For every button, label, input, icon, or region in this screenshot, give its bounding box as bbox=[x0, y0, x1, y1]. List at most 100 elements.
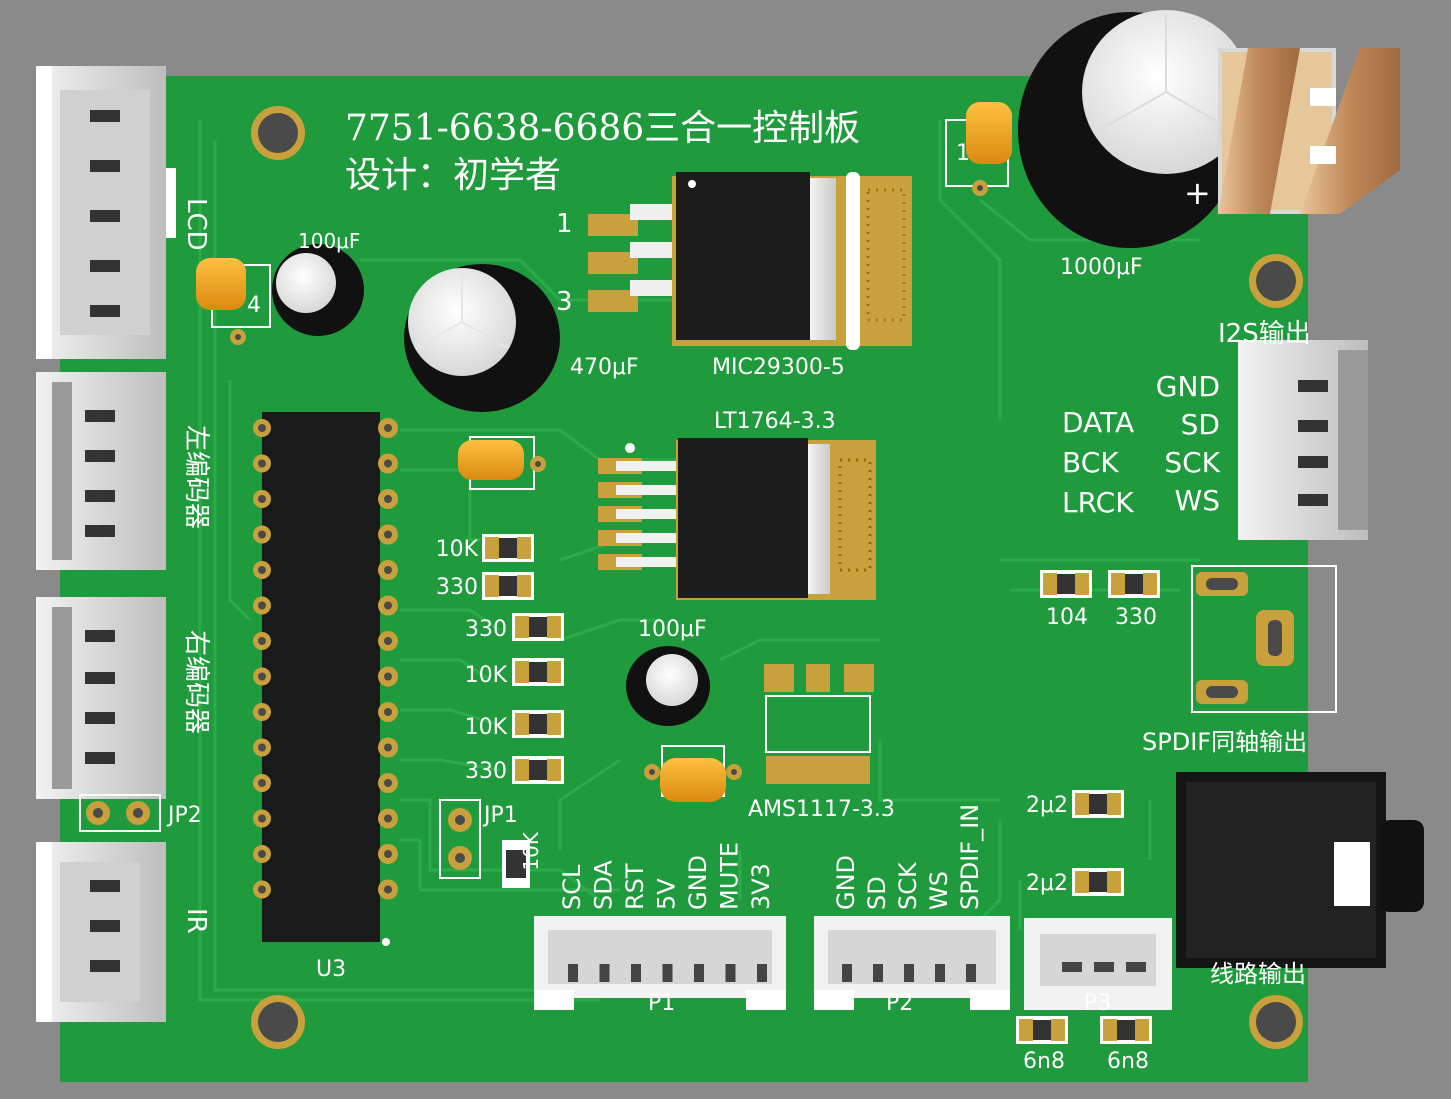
label-jp1: JP1 bbox=[482, 803, 518, 828]
p1-pin-label: SDA bbox=[590, 860, 618, 910]
label-line-out: 线路输出 bbox=[1210, 960, 1306, 988]
p3-connector bbox=[1024, 918, 1172, 1010]
p1-pin bbox=[757, 964, 767, 982]
label-p3: P3 bbox=[1084, 991, 1111, 1016]
p2-pin bbox=[873, 964, 883, 982]
label-c4-ref: 4 bbox=[247, 293, 261, 318]
p2-pin-label: GND bbox=[832, 855, 860, 910]
label-cap-100uf-top: 100μF bbox=[298, 229, 360, 253]
cap-1000uf bbox=[1018, 10, 1250, 248]
resistor-label: 330 bbox=[465, 617, 507, 642]
tantalum-cap-ams bbox=[644, 745, 742, 802]
label-plus: + bbox=[1184, 174, 1211, 212]
p2-pin-label: SPDIF_IN bbox=[956, 804, 984, 910]
resistor-label: 10K bbox=[436, 537, 479, 562]
label-jp2: JP2 bbox=[166, 803, 202, 828]
line-out-jack bbox=[1176, 772, 1424, 968]
p2-pin bbox=[842, 964, 852, 982]
i2s-left-label: DATA bbox=[1062, 406, 1134, 439]
line-cap-label: 2μ2 bbox=[1026, 793, 1068, 818]
p2-pin bbox=[904, 964, 914, 982]
resistor bbox=[482, 534, 534, 562]
resistor bbox=[512, 613, 564, 641]
spdif-connector-footprint bbox=[1191, 565, 1337, 713]
label-ir: IR bbox=[181, 908, 211, 934]
spdif-part bbox=[1108, 570, 1160, 598]
i2s-right-label: WS bbox=[1175, 484, 1220, 517]
label-p2: P2 bbox=[886, 991, 913, 1016]
p1-pin bbox=[694, 964, 704, 982]
right-encoder-connector bbox=[36, 597, 166, 799]
label-left-encoder: 左编码器 bbox=[181, 425, 211, 529]
i2s-right-label: GND bbox=[1156, 370, 1220, 403]
resistor-label: 330 bbox=[465, 759, 507, 784]
line-cap bbox=[1072, 790, 1124, 818]
cap-100uf-top bbox=[272, 244, 364, 336]
p1-pin-label: RST bbox=[621, 863, 649, 910]
i2s-left-labels: DATA BCK LRCK bbox=[1062, 406, 1134, 519]
p1-pin bbox=[599, 964, 610, 982]
label-jp1-resistor: 10K bbox=[519, 831, 543, 870]
i2s-left-label: BCK bbox=[1062, 446, 1119, 479]
jp2-header bbox=[79, 794, 161, 832]
filter-cap-label: 6n8 bbox=[1107, 1049, 1149, 1074]
p2-pin-label: SD bbox=[863, 876, 891, 910]
label-cap-470uf: 470μF bbox=[570, 355, 639, 380]
lcd-connector bbox=[36, 66, 176, 359]
p1-pin bbox=[725, 964, 736, 982]
label-p1: P1 bbox=[648, 991, 675, 1016]
line-cap bbox=[1072, 868, 1124, 896]
label-spdif-out: SPDIF同轴输出 bbox=[1142, 728, 1307, 756]
label-right-encoder: 右编码器 bbox=[181, 630, 211, 734]
resistor bbox=[482, 572, 534, 600]
p1-connector bbox=[534, 916, 786, 1010]
label-pin1: 1 bbox=[556, 209, 573, 239]
resistor-label: 10K bbox=[465, 663, 508, 688]
p2-pin-label: SCK bbox=[894, 861, 922, 910]
label-mic29300: MIC29300-5 bbox=[712, 355, 845, 380]
p2-pin-label: WS bbox=[925, 871, 953, 910]
p1-pin-label: SCL bbox=[558, 864, 586, 910]
resistor-label: 330 bbox=[436, 575, 478, 600]
spdif-part bbox=[1040, 570, 1092, 598]
mic29300-regulator bbox=[588, 172, 912, 350]
mounting-holes bbox=[251, 106, 1303, 1049]
board-title: 7751-6638-6686三合一控制板 bbox=[345, 108, 860, 149]
label-u3: U3 bbox=[316, 957, 346, 982]
label-ams1117: AMS1117-3.3 bbox=[748, 797, 895, 822]
label-c1-ref: 1 bbox=[956, 141, 970, 166]
p1-pin bbox=[662, 964, 673, 982]
p1-pin bbox=[631, 964, 641, 982]
i2s-connector bbox=[1238, 340, 1368, 540]
i2s-left-label: LRCK bbox=[1062, 486, 1134, 519]
lt1764-regulator bbox=[598, 438, 876, 600]
resistor bbox=[512, 710, 564, 738]
jp1-header bbox=[439, 799, 481, 879]
filter-cap bbox=[1016, 1016, 1068, 1044]
u3-microcontroller bbox=[253, 412, 398, 946]
board-designer: 设计：初学者 bbox=[345, 155, 561, 196]
c1-tantalum-capacitor bbox=[945, 102, 1012, 196]
filter-cap-label: 6n8 bbox=[1023, 1049, 1065, 1074]
label-cap-100uf-mid: 100μF bbox=[638, 617, 707, 642]
label-lt1764: LT1764-3.3 bbox=[714, 409, 836, 434]
cap-470uf bbox=[404, 264, 560, 412]
i2s-right-label: SD bbox=[1181, 408, 1220, 441]
p2-connector bbox=[814, 916, 1010, 1010]
label-lcd: LCD bbox=[181, 198, 211, 251]
p1-pin-label: MUTE bbox=[716, 842, 744, 910]
c4-tantalum-capacitor bbox=[196, 258, 271, 345]
power-terminal bbox=[1218, 48, 1400, 214]
p1-pin-label: 3V3 bbox=[747, 863, 775, 910]
cap-100uf-mid bbox=[626, 646, 710, 726]
resistor bbox=[512, 658, 564, 686]
p1-pin bbox=[568, 964, 578, 982]
ams1117-regulator bbox=[764, 664, 874, 784]
